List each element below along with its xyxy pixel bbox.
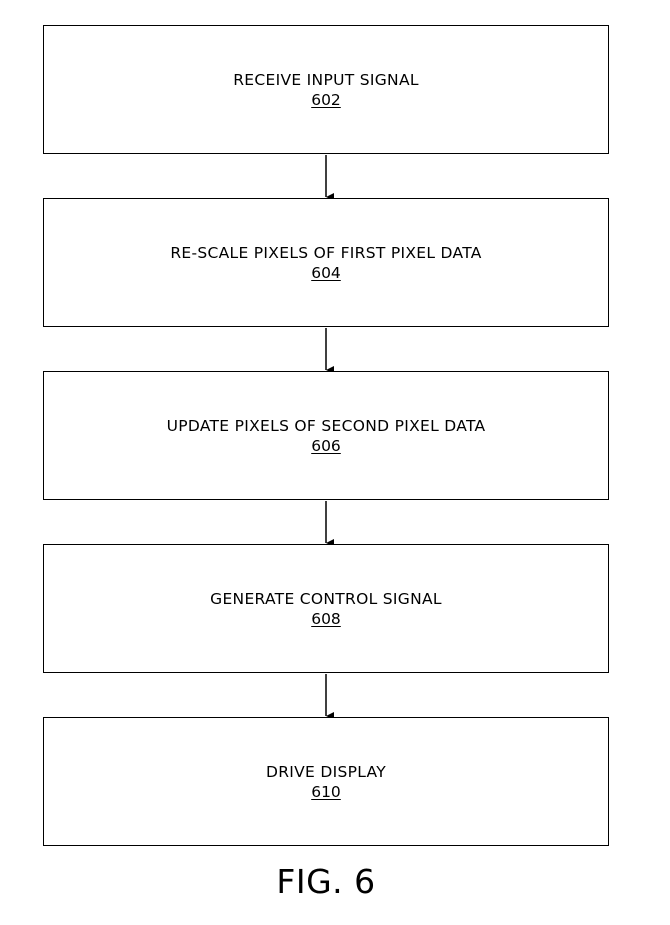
- step-label: RECEIVE INPUT SIGNAL: [233, 70, 419, 89]
- step-label: DRIVE DISPLAY: [265, 762, 387, 781]
- step-reference-number: 610: [311, 782, 341, 801]
- step-reference-number: 602: [311, 90, 341, 109]
- flow-step-rescale-pixels: RE-SCALE PIXELS OF FIRST PIXEL DATA 604: [43, 198, 609, 327]
- flow-step-update-pixels: UPDATE PIXELS OF SECOND PIXEL DATA 606: [43, 371, 609, 500]
- step-label: UPDATE PIXELS OF SECOND PIXEL DATA: [166, 416, 486, 435]
- step-reference-number: 606: [311, 436, 341, 455]
- step-reference-number: 608: [311, 609, 341, 628]
- flow-step-drive-display: DRIVE DISPLAY 610: [43, 717, 609, 846]
- step-reference-number: 604: [311, 263, 341, 282]
- flow-step-receive-input-signal: RECEIVE INPUT SIGNAL 602: [43, 25, 609, 154]
- step-label: GENERATE CONTROL SIGNAL: [210, 589, 442, 608]
- flow-step-generate-control-signal: GENERATE CONTROL SIGNAL 608: [43, 544, 609, 673]
- step-label: RE-SCALE PIXELS OF FIRST PIXEL DATA: [170, 243, 482, 262]
- figure-caption: FIG. 6: [276, 862, 376, 901]
